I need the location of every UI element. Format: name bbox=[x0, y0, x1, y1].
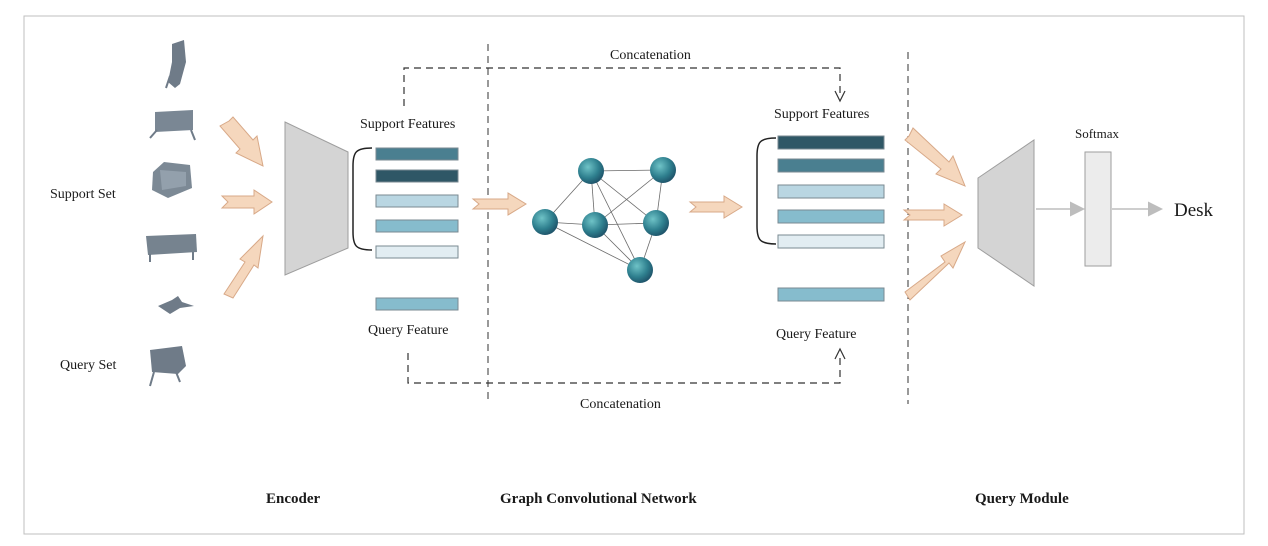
figure-border bbox=[23, 15, 1245, 535]
concatenation-bottom-label: Concatenation bbox=[580, 397, 661, 412]
query-set-objects bbox=[149, 346, 186, 387]
block-arrow bbox=[471, 192, 527, 216]
object-thumbnail bbox=[149, 346, 186, 387]
query-module-block bbox=[977, 139, 1035, 287]
support-set-objects bbox=[146, 40, 197, 314]
graph-node bbox=[650, 157, 676, 183]
support-features-right-label: Support Features bbox=[774, 107, 869, 122]
feature-bar bbox=[777, 184, 885, 199]
block-arrow bbox=[904, 127, 966, 187]
object-thumbnail bbox=[165, 40, 186, 89]
support-features-left-label: Support Features bbox=[360, 117, 455, 132]
graph-node bbox=[578, 158, 604, 184]
section-encoder: Encoder bbox=[266, 491, 321, 507]
output-label: Desk bbox=[1174, 200, 1214, 221]
object-thumbnail bbox=[158, 296, 194, 314]
object-thumbnail bbox=[152, 162, 192, 198]
support-set-label: Support Set bbox=[50, 187, 116, 202]
feature-bar bbox=[777, 135, 885, 150]
block-arrow bbox=[902, 203, 963, 227]
arrowhead-bottom bbox=[834, 347, 846, 360]
arrowhead-top bbox=[834, 90, 846, 103]
block-arrow bbox=[223, 234, 264, 299]
query-set-label: Query Set bbox=[60, 358, 116, 373]
encoder-block bbox=[284, 121, 349, 276]
feature-bar bbox=[375, 147, 459, 161]
softmax-label: Softmax bbox=[1075, 126, 1120, 141]
support-brace-right bbox=[756, 137, 777, 245]
feature-bar bbox=[375, 245, 459, 259]
feature-bar bbox=[777, 209, 885, 224]
support-features-left bbox=[375, 147, 459, 259]
input-arrows bbox=[219, 116, 273, 299]
query-feature-right-label: Query Feature bbox=[776, 327, 856, 342]
graph-nodes bbox=[532, 157, 676, 283]
softmax-block bbox=[1084, 151, 1112, 267]
concatenation-top-connector bbox=[403, 67, 841, 106]
query-input-arrows bbox=[902, 127, 967, 301]
query-feature-left-label: Query Feature bbox=[368, 323, 448, 338]
support-features-right bbox=[777, 135, 885, 249]
graph-node bbox=[643, 210, 669, 236]
object-thumbnail bbox=[149, 110, 196, 141]
feature-bar bbox=[777, 234, 885, 249]
graph-node bbox=[627, 257, 653, 283]
feature-bar bbox=[777, 158, 885, 173]
concatenation-top-label: Concatenation bbox=[610, 48, 691, 63]
block-arrow bbox=[904, 240, 967, 301]
block-arrow bbox=[220, 189, 273, 215]
support-brace-left bbox=[352, 147, 373, 251]
section-gcn: Graph Convolutional Network bbox=[500, 491, 697, 507]
feature-bar bbox=[375, 169, 459, 183]
feature-bar bbox=[375, 219, 459, 233]
query-feature-bar-right bbox=[777, 287, 885, 302]
object-thumbnail bbox=[146, 234, 197, 262]
block-arrow bbox=[219, 116, 264, 167]
block-arrow bbox=[688, 195, 743, 219]
graph-node bbox=[582, 212, 608, 238]
section-query-module: Query Module bbox=[975, 491, 1069, 507]
graph-node bbox=[532, 209, 558, 235]
concatenation-bottom-connector bbox=[407, 353, 841, 384]
query-feature-bar-left bbox=[375, 297, 459, 311]
feature-bar bbox=[375, 194, 459, 208]
